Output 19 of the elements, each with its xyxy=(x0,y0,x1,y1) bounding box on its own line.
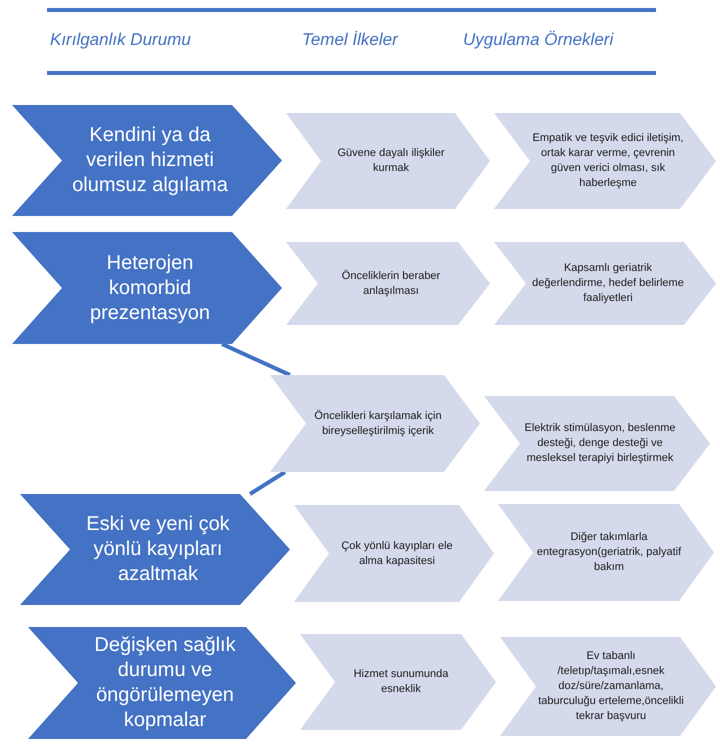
connector-line xyxy=(248,470,286,496)
chevron-text: Güvene dayalı ilişkiler kurmak xyxy=(336,146,446,176)
column-heading: Uygulama Örnekleri xyxy=(463,30,614,50)
chevron-text: Heterojen komorbid prezentasyon xyxy=(88,250,212,326)
chevron-text: Eski ve yeni çok yönlü kayıpları azaltmak xyxy=(85,512,231,587)
chevron-text: Ev tabanlı /teletıp/taşımalı,esnek doz/süre/zamanlama, taburculuğu erteleme,öncelikli tekrar başvuru xyxy=(538,649,684,724)
chevron-text: Elektrik stimülasyon, beslenme desteği, denge desteği ve mesleksel terapiyi birleştirmek xyxy=(523,421,676,466)
chevron-text: Diğer takımlarla entegrasyon(geriatrik, palyatif bakım xyxy=(536,530,682,575)
column-heading: Temel İlkeler xyxy=(302,30,398,50)
chevron-text: Önceliklerin beraber anlaşılması xyxy=(340,268,442,298)
chevron-text: Hizmet sunumunda esneklik xyxy=(352,667,450,697)
connector-line xyxy=(221,342,291,377)
column-heading: Kırılganlık Durumu xyxy=(50,30,191,50)
chevron-text: Kapsamlı geriatrik değerlendirme, hedef belirleme faaliyetleri xyxy=(531,261,685,306)
chevron-text: Kendini ya da verilen hizmeti olumsuz algılama xyxy=(71,123,229,198)
chevron-text: Çok yönlü kayıpları ele alma kapasitesi xyxy=(340,538,454,568)
chevron-text: Değişken sağlık durumu ve öngörülemeyen kopmalar xyxy=(93,633,237,733)
chevron-text: Öncelikleri karşılamak için bireyselleştirilmiş içerik xyxy=(313,408,443,438)
chevron-text: Empatik ve teşvik edici iletişim, ortak karar verme, çevrenin güven verici olması, sık haberleşme xyxy=(532,131,684,191)
